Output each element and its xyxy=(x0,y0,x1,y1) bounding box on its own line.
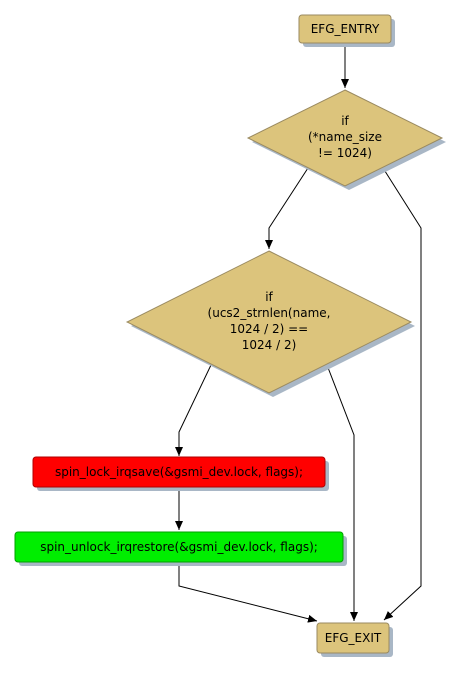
entry-node: EFG_ENTRY xyxy=(298,14,395,47)
exit-label: EFG_EXIT xyxy=(325,631,382,645)
condition-1-line-2: (*name_size xyxy=(308,130,382,144)
unlock-label: spin_unlock_irqrestore(&gsmi_dev.lock, f… xyxy=(40,540,318,554)
condition-1-line-3: != 1024) xyxy=(318,146,372,160)
edge-cond2-to-lock xyxy=(175,364,212,456)
condition-1-line-1: if xyxy=(341,114,349,128)
condition-2-line-2: (ucs2_strnlen(name, xyxy=(208,306,331,320)
entry-label: EFG_ENTRY xyxy=(311,22,380,36)
edges xyxy=(175,44,422,623)
edge-unlock-to-exit xyxy=(178,563,318,623)
lock-label: spin_lock_irqsave(&gsmi_dev.lock, flags)… xyxy=(55,465,303,479)
lock-node: spin_lock_irqsave(&gsmi_dev.lock, flags)… xyxy=(32,456,329,491)
condition-2-line-1: if xyxy=(265,290,273,304)
condition-node-name-size: if (*name_size != 1024) xyxy=(246,89,446,190)
condition-2-line-3: 1024 / 2) == xyxy=(230,322,308,336)
condition-node-ucs2-strnlen: if (ucs2_strnlen(name, 1024 / 2) == 1024… xyxy=(125,250,415,397)
edge-cond2-to-exit xyxy=(326,364,358,621)
exit-node: EFG_EXIT xyxy=(316,622,393,657)
condition-2-line-4: 1024 / 2) xyxy=(242,338,297,352)
edge-cond1-to-exit xyxy=(382,167,422,621)
edge-cond1-to-cond2 xyxy=(265,167,309,249)
unlock-node: spin_unlock_irqrestore(&gsmi_dev.lock, f… xyxy=(14,531,347,566)
